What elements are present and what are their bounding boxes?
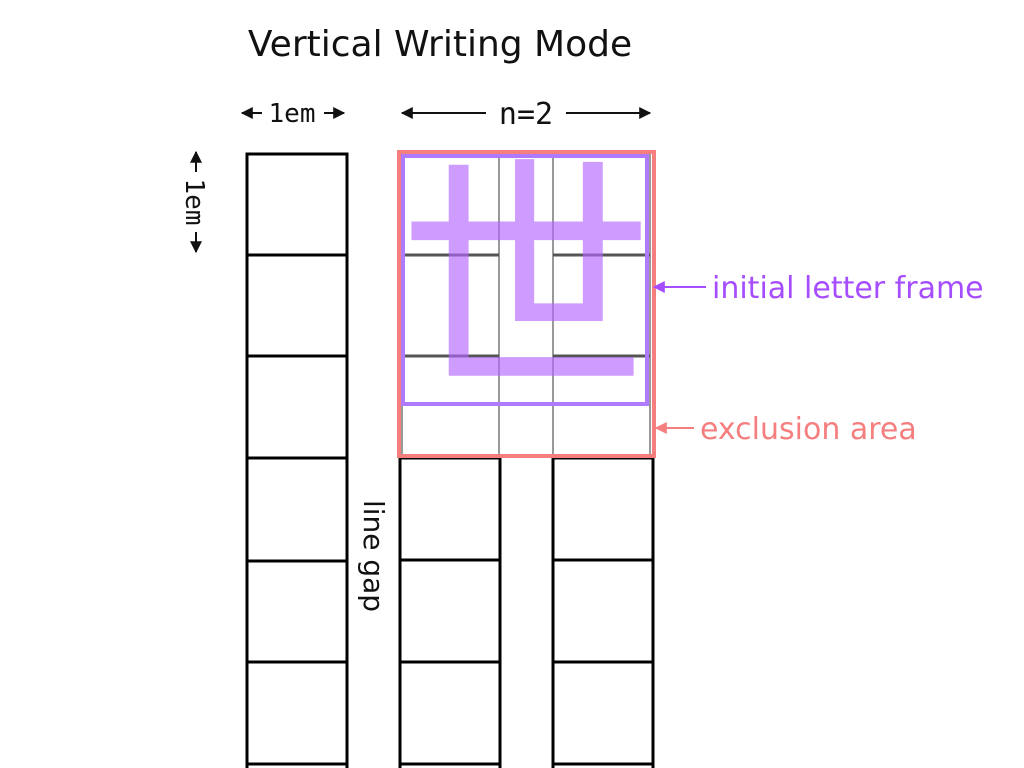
exclusion-area-annotation: exclusion area bbox=[654, 412, 917, 447]
initial-span-dimension: n=2 bbox=[400, 97, 652, 132]
grid-cell bbox=[245, 152, 349, 257]
exclusion-area-label: exclusion area bbox=[700, 412, 917, 447]
grid-cell bbox=[551, 456, 655, 562]
grid-cell bbox=[398, 456, 502, 562]
initial-span-label: n=2 bbox=[499, 97, 553, 132]
grid-cell bbox=[398, 558, 502, 664]
cell-width-dimension: 1em bbox=[240, 99, 346, 129]
exclusion-area-outline bbox=[397, 150, 656, 458]
diagram-title: Vertical Writing Mode bbox=[248, 24, 632, 65]
middle-column bbox=[398, 456, 502, 768]
grid-cell bbox=[551, 558, 655, 664]
grid-cell bbox=[245, 354, 349, 460]
grid-cell bbox=[551, 660, 655, 766]
grid-cell bbox=[245, 559, 349, 664]
initial-letter-glyph: 世 bbox=[398, 136, 653, 433]
grid-cell bbox=[245, 253, 349, 358]
left-column bbox=[245, 152, 349, 768]
cell-height-dimension: 1em bbox=[179, 150, 209, 254]
right-column bbox=[551, 456, 655, 768]
initial-letter-frame-outline bbox=[401, 154, 649, 406]
grid-cell bbox=[245, 660, 349, 766]
initial-letter-frame-label: initial letter frame bbox=[712, 271, 984, 306]
cell-width-label: 1em bbox=[269, 99, 316, 129]
initial-letter-frame-annotation: initial letter frame bbox=[652, 271, 984, 306]
cell-height-label: 1em bbox=[179, 179, 209, 226]
grid-cell bbox=[398, 660, 502, 766]
line-gap-label: line gap bbox=[357, 500, 390, 612]
grid-cell bbox=[245, 456, 349, 563]
